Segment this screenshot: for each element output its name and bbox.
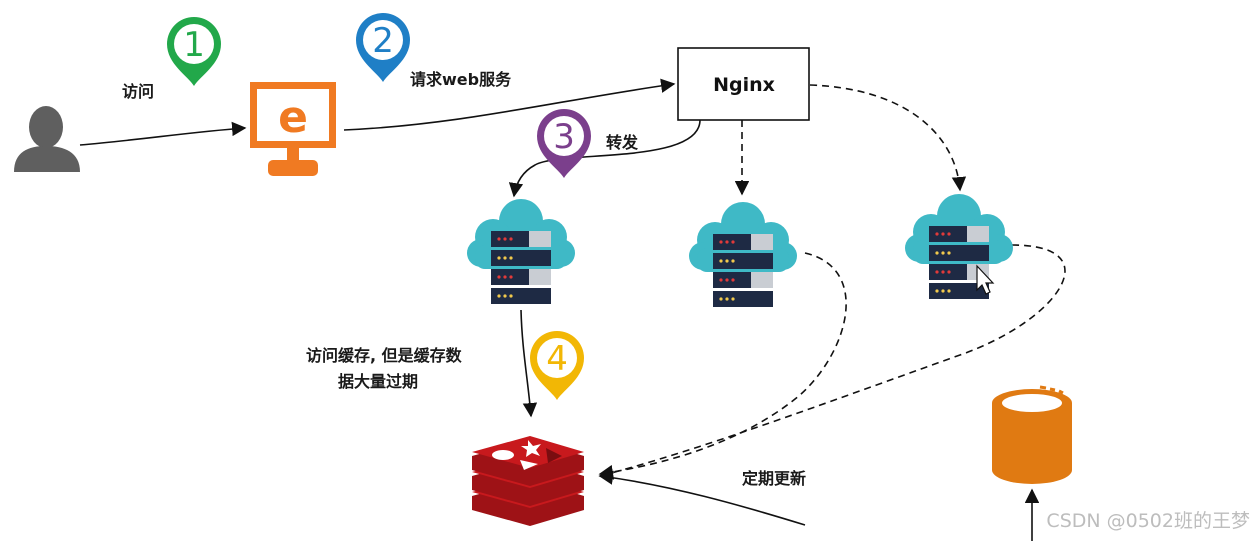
connector-user-to-browser	[79, 121, 247, 146]
step-2-number: 2	[372, 21, 394, 61]
step-1-map-pin-icon: 1	[167, 17, 221, 86]
nginx-label: Nginx	[713, 74, 775, 96]
connector-server3-to-redis	[598, 244, 1066, 480]
connector-server2-to-redis	[598, 252, 847, 480]
cloud-server-icon	[905, 194, 1013, 299]
step-4-map-pin-icon: 4	[530, 331, 584, 400]
step-4-number: 4	[546, 339, 568, 379]
label-visit: 访问	[122, 82, 154, 101]
user-icon	[14, 106, 80, 172]
database-icon	[992, 385, 1072, 484]
step-2-map-pin-icon: 2	[356, 13, 410, 82]
label-cache-expired-line1: 访问缓存, 但是缓存数	[306, 346, 463, 365]
step-3-number: 3	[553, 117, 575, 157]
connector-browser-to-nginx	[343, 78, 676, 131]
cloud-server-icon	[689, 202, 797, 307]
redis-icon	[472, 436, 584, 526]
step-3-map-pin-icon: 3	[537, 109, 591, 178]
watermark: CSDN @0502班的王梦	[1046, 510, 1250, 532]
connector-nginx-to-server3	[809, 84, 967, 192]
label-request-web: 请求web服务	[410, 70, 512, 89]
step-1-number: 1	[183, 25, 205, 65]
label-cache-expired-line2: 据大量过期	[338, 372, 418, 391]
cursor-icon	[976, 264, 995, 295]
connector-server1-to-redis	[520, 309, 538, 418]
cloud-server-icon	[467, 199, 575, 304]
browser-icon-letter: e	[278, 92, 308, 143]
label-periodic-update: 定期更新	[741, 469, 806, 488]
label-forward: 转发	[606, 133, 639, 152]
nginx-node: Nginx	[677, 47, 810, 121]
browser-icon: e	[250, 82, 336, 176]
connector-update-to-redis	[598, 470, 806, 526]
